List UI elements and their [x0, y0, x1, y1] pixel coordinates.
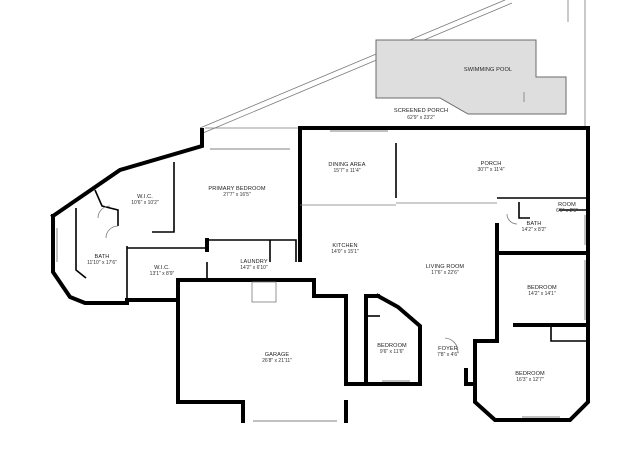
wic-2-label: W.I.C. 13'1" x 8'9"	[150, 265, 175, 277]
room-labels: SWIMMING POOL SCREENED PORCH 62'9" x 23'…	[87, 67, 578, 383]
bath-2-dim: 14'2" x 8'2"	[522, 227, 547, 233]
wic-1-name: W.I.C.	[137, 194, 153, 200]
foyer-label: FOYER 7'8" x 4'6"	[437, 346, 459, 358]
door-swings	[97, 202, 518, 353]
wic-2-name: W.I.C.	[154, 265, 170, 271]
primary-bedroom-label: PRIMARY BEDROOM 27'7" x 16'5"	[208, 186, 265, 198]
dining-area-label: DINING AREA 15'7" x 11'4"	[328, 162, 365, 174]
bedroom-2-label: BEDROOM 9'6" x 11'6"	[377, 343, 407, 355]
kitchen-label: KITCHEN 14'0" x 15'1"	[331, 243, 359, 255]
bath-2-label: BATH 14'2" x 8'2"	[522, 221, 547, 233]
porch-dim: 30'7" x 11'4"	[477, 167, 504, 173]
foyer-name: FOYER	[438, 346, 458, 352]
screened-porch-name: SCREENED PORCH	[394, 108, 448, 114]
primary-bedroom-dim: 27'7" x 16'5"	[223, 192, 251, 198]
kitchen-dim: 14'0" x 15'1"	[331, 249, 359, 255]
bedroom-1-dim: 14'2" x 14'1"	[528, 291, 556, 297]
garage-dim: 26'8" x 21'11"	[262, 358, 292, 364]
laundry-name: LAUNDRY	[240, 259, 267, 265]
bath-1-label: BATH 11'10" x 17'6"	[87, 254, 117, 266]
porch-label: PORCH 30'7" x 11'4"	[477, 161, 504, 173]
bedroom-1-label: BEDROOM 14'2" x 14'1"	[527, 285, 557, 297]
bedroom-3-name: BEDROOM	[515, 371, 545, 377]
porch-name: PORCH	[481, 161, 502, 167]
foyer-dim: 7'8" x 4'6"	[437, 352, 459, 358]
swimming-pool-shape	[375, 39, 567, 115]
bedroom-2-dim: 9'6" x 11'6"	[380, 349, 404, 355]
windows	[56, 130, 586, 422]
bedroom-2-name: BEDROOM	[377, 343, 407, 349]
screened-porch-label: SCREENED PORCH 62'9" x 23'2"	[394, 108, 448, 121]
living-room-dim: 17'6" x 22'6"	[431, 270, 459, 276]
bedroom-3-dim: 16'3" x 12'7"	[516, 377, 544, 383]
primary-bedroom-name: PRIMARY BEDROOM	[208, 186, 265, 192]
kitchen-name: KITCHEN	[332, 243, 357, 249]
bath-1-name: BATH	[95, 254, 110, 260]
bath-2-name: BATH	[527, 221, 542, 227]
bath-1-dim: 11'10" x 17'6"	[87, 260, 117, 266]
dining-area-dim: 15'7" x 11'4"	[333, 168, 360, 174]
interior-walls	[75, 143, 590, 342]
screened-porch-dim: 62'9" x 23'2"	[407, 115, 435, 121]
dining-area-name: DINING AREA	[328, 162, 365, 168]
swimming-pool-name: SWIMMING POOL	[464, 67, 512, 73]
bedroom-1-name: BEDROOM	[527, 285, 557, 291]
swimming-pool-label: SWIMMING POOL	[464, 67, 512, 73]
laundry-label: LAUNDRY 14'2" x 6'10"	[240, 259, 268, 271]
garage-name: GARAGE	[265, 352, 290, 358]
room-label: ROOM 6'6" x 2'5"	[556, 202, 578, 214]
bedroom-3-label: BEDROOM 16'3" x 12'7"	[515, 371, 545, 383]
wic-1-label: W.I.C. 10'6" x 10'2"	[131, 194, 159, 206]
laundry-dim: 14'2" x 6'10"	[240, 265, 268, 271]
wic-1-dim: 10'6" x 10'2"	[131, 200, 159, 206]
living-room-name: LIVING ROOM	[426, 264, 465, 270]
room-dim: 6'6" x 2'5"	[556, 208, 578, 214]
living-room-label: LIVING ROOM 17'6" x 22'6"	[426, 264, 465, 276]
room-name: ROOM	[558, 202, 576, 208]
wic-2-dim: 13'1" x 8'9"	[150, 271, 175, 277]
garage-label: GARAGE 26'8" x 21'11"	[262, 352, 292, 364]
exterior-walls	[50, 126, 590, 423]
